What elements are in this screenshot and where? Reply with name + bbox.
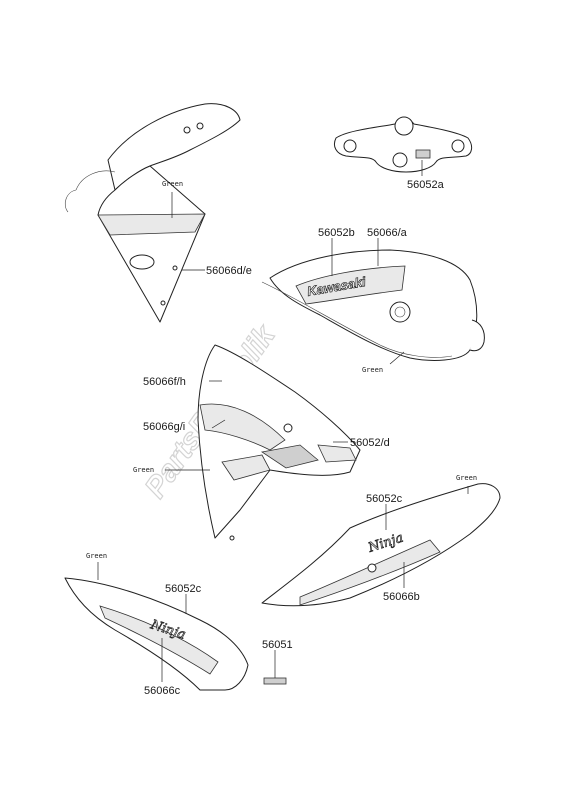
tail-cowl-right-part: Ninja — [261, 483, 501, 607]
top-bracket-part — [333, 116, 473, 173]
tail-cowl-left-part: Ninja — [64, 577, 287, 691]
upper-cowl-part — [64, 103, 241, 323]
side-cowl-part-fh-label: 56066f/h — [143, 376, 186, 388]
tail-right-part-b-label: 56066b — [383, 591, 420, 603]
side-cowl-part-gi-leader — [211, 419, 226, 429]
fuel-tank-part: Kawasaki — [261, 249, 485, 361]
tail-left-part-c-label: 56052c — [165, 583, 202, 595]
upper-cowl-part-label: 56066d/e — [206, 265, 252, 277]
tail-left-part-51-label: 56051 — [262, 639, 293, 651]
tank-color-label: Green — [362, 366, 383, 374]
tail-left-part-66c-label: 56066c — [144, 685, 181, 697]
tail-right-part-c-label: 56052c — [366, 493, 403, 505]
side-cowl-part-gi-label: 56066g/i — [143, 421, 185, 433]
side-cowl-color-label: Green — [133, 466, 154, 474]
side-cowl-part-d-label: 56052/d — [350, 437, 390, 449]
top-bracket-part-label: 56052a — [407, 179, 445, 191]
tank-part-b-label: 56052b — [318, 227, 355, 239]
tail-left-color-label: Green — [86, 552, 107, 560]
tail-right-color-label: Green — [456, 474, 477, 482]
upper-cowl-color-label: Green — [162, 180, 183, 188]
tank-color-leader — [389, 351, 405, 365]
tank-part-a-label: 56066/a — [367, 227, 408, 239]
side-cowl-part — [197, 344, 361, 541]
